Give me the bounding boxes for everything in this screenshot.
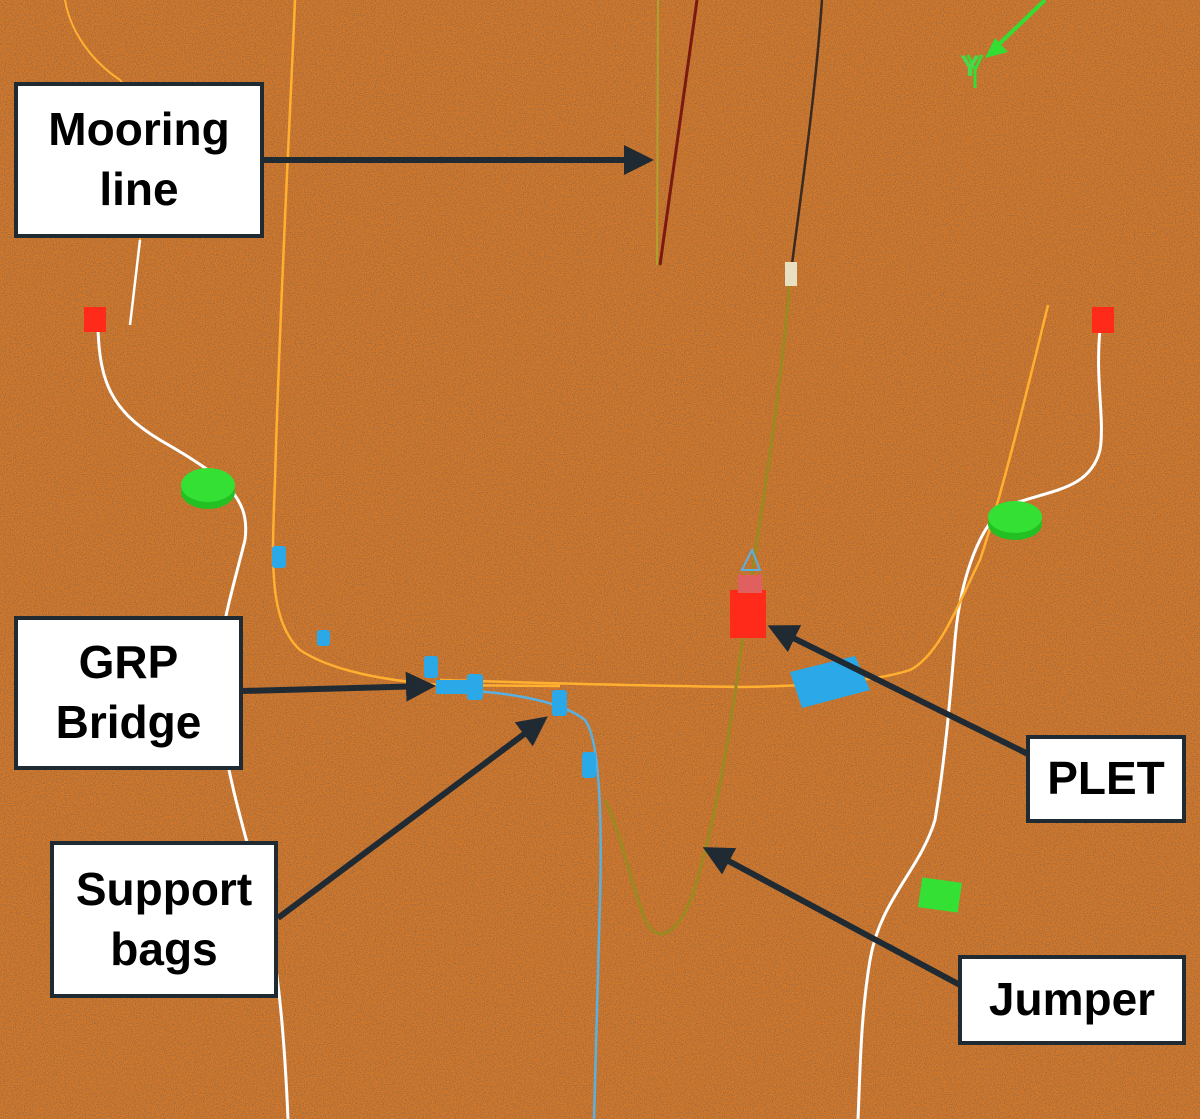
axis-y-label: Y xyxy=(960,50,981,83)
grp-bridge-block xyxy=(436,680,472,694)
support-bag xyxy=(582,752,596,778)
mooring-line-dark xyxy=(658,0,699,266)
green-block xyxy=(918,877,962,913)
orange-line-crossing xyxy=(439,304,1050,689)
axis-triad-icon xyxy=(966,0,1047,88)
callout-grp-bridge: GRP Bridge xyxy=(14,616,243,770)
support-bag xyxy=(552,690,567,716)
red-marker-left xyxy=(84,307,106,332)
mooring-line-olive xyxy=(656,0,659,266)
callout-support-bags-text-2: bags xyxy=(110,922,218,975)
jumper-line xyxy=(603,279,792,936)
arrow-icon xyxy=(702,847,962,988)
flexible-line-left-upper xyxy=(128,239,142,326)
callout-jumper-text: Jumper xyxy=(988,973,1156,1026)
plet-body-top xyxy=(738,575,762,593)
jumper-line-dark xyxy=(788,0,824,281)
plet-body xyxy=(730,590,766,638)
arrow-icon xyxy=(767,625,1032,758)
arrow-icon xyxy=(242,671,436,702)
callout-plet-text: PLET xyxy=(1047,752,1165,805)
callout-grp-bridge-text-2: Bridge xyxy=(55,696,202,748)
support-bag xyxy=(467,674,483,700)
support-bag xyxy=(272,546,286,568)
callout-plet: PLET xyxy=(1026,735,1186,823)
callout-jumper: Jumper xyxy=(958,955,1186,1045)
callout-support-bags: Support bags xyxy=(50,841,278,998)
plet-frame xyxy=(740,547,762,571)
green-buoy-left xyxy=(181,468,235,502)
support-bag xyxy=(317,630,330,646)
callout-mooring-line-text-1: Mooring xyxy=(48,103,230,156)
red-marker-right xyxy=(1092,307,1114,333)
blue-line xyxy=(439,688,602,1119)
callout-support-bags-text-1: Support xyxy=(75,862,253,915)
callout-mooring-line-text-2: line xyxy=(99,163,179,215)
callout-mooring-line: Mooring line xyxy=(14,82,264,238)
flexible-line-right xyxy=(856,329,1103,1119)
callout-grp-bridge-text-1: GRP xyxy=(78,636,179,689)
arrow-icon xyxy=(276,716,548,921)
support-bag xyxy=(424,656,438,678)
green-buoy-right xyxy=(988,501,1042,533)
jumper-connector xyxy=(785,262,797,286)
